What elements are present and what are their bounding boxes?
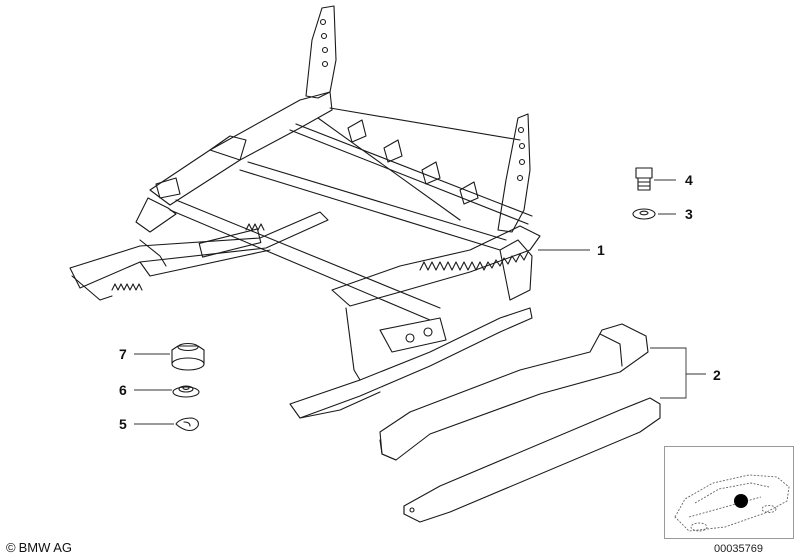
- leader-lines: [134, 179, 706, 425]
- location-marker-icon: [734, 494, 748, 508]
- callout-1: 1: [597, 242, 605, 258]
- washer-part-3: [632, 208, 656, 220]
- callout-7: 7: [119, 346, 127, 362]
- drawing-number: 00035769: [714, 543, 763, 555]
- rail-cover-part-2: [379, 323, 661, 523]
- callout-3: 3: [685, 206, 693, 222]
- copyright-notice: ©BMW AG: [6, 540, 72, 555]
- bolt-part-4: [635, 167, 653, 191]
- cable-tie-part-5: [175, 417, 199, 432]
- callout-6: 6: [119, 382, 127, 398]
- copyright-symbol: ©: [6, 540, 16, 555]
- car-outline-icon: [674, 474, 790, 532]
- callout-4: 4: [685, 172, 693, 188]
- copyright-text: BMW AG: [18, 540, 73, 555]
- grommet-part-6: [172, 385, 200, 398]
- seat-frame-part-1: [69, 5, 541, 419]
- callout-2: 2: [713, 367, 721, 383]
- buffer-part-7: [171, 342, 205, 371]
- vehicle-location-thumbnail: [664, 446, 794, 539]
- callout-5: 5: [119, 416, 127, 432]
